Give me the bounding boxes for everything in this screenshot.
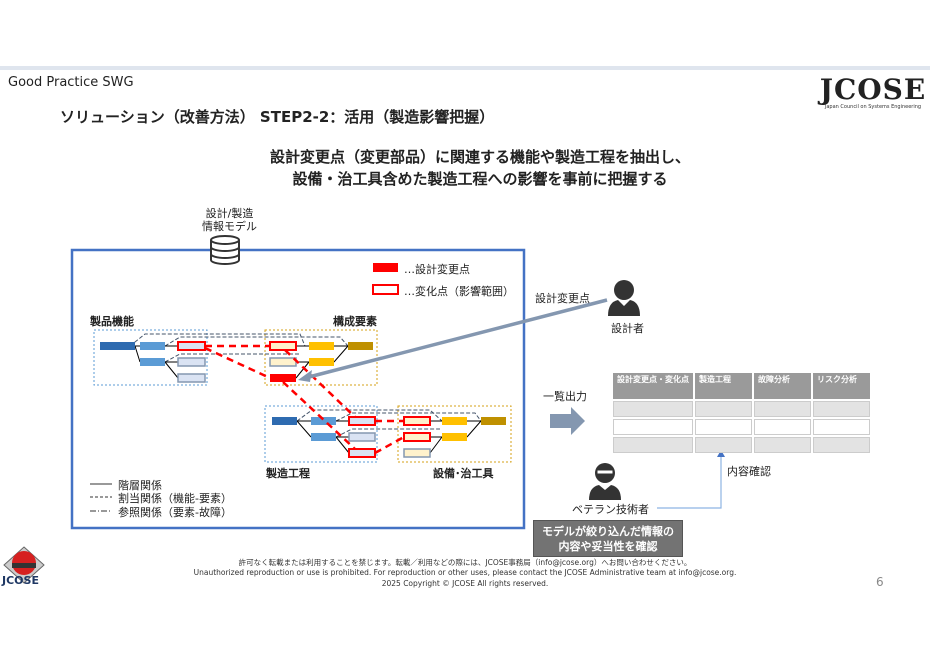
legend-allocation: 割当関係（機能-要素） — [118, 492, 232, 505]
check-arrow — [657, 450, 725, 509]
model-frame — [70, 248, 526, 530]
legend-reference: 参照関係（要素-故障） — [118, 506, 232, 519]
function-group-box — [93, 329, 208, 386]
group-label-process: 製造工程 — [266, 467, 310, 480]
table-header: リスク分析 — [813, 373, 870, 399]
designer-arrow — [298, 298, 608, 382]
table-row — [613, 419, 870, 435]
component-group-box — [264, 329, 378, 386]
legend-changed-swatch — [373, 263, 398, 272]
database-icon — [210, 235, 240, 265]
designer-icon — [608, 280, 640, 316]
equipment-group-box — [397, 405, 512, 463]
output-table: 設計変更点・変化点 製造工程 故障分析 リスク分析 — [611, 371, 872, 455]
note-line-1: モデルが絞り込んだ情報の — [542, 525, 674, 538]
footer-line-3: 2025 Copyright © JCOSE All rights reserv… — [381, 579, 549, 588]
db-label: 設計/製造 情報モデル — [202, 207, 257, 233]
group-label-function: 製品機能 — [90, 315, 134, 328]
process-group-box — [264, 405, 378, 463]
headline-line-2: 設備・治工具含めた製造工程への影響を事前に把握する — [292, 170, 668, 188]
table-header: 設計変更点・変化点 — [613, 373, 693, 399]
legend-affected-label: …変化点（影響範囲） — [404, 285, 514, 298]
output-arrow-icon — [550, 407, 585, 435]
check-label: 内容確認 — [727, 465, 771, 478]
slide-title: ソリューション（改善方法） STEP2-2：活用（製造影響把握） — [60, 108, 495, 126]
jcose-logo: JCOSE Japan Council on Systems Engineeri… — [818, 73, 928, 111]
legend-affected-swatch — [372, 284, 399, 295]
veteran-icon — [589, 463, 621, 500]
legend-lines — [90, 483, 112, 512]
table-header: 故障分析 — [754, 373, 811, 399]
db-label-line-1: 設計/製造 — [205, 207, 254, 220]
db-label-line-2: 情報モデル — [202, 220, 257, 233]
table-header: 製造工程 — [695, 373, 752, 399]
output-label: 一覧出力 — [543, 390, 587, 403]
footer-logo-text: JCOSE — [2, 574, 39, 587]
group-label-component: 構成要素 — [333, 315, 377, 328]
group-label-equipment: 設備･治工具 — [433, 467, 494, 480]
veteran-label: ベテラン技術者 — [572, 503, 649, 516]
footer-logo — [3, 546, 45, 584]
legend-hierarchy: 階層関係 — [118, 479, 162, 492]
table-row — [613, 401, 870, 417]
table-row — [613, 437, 870, 453]
impact-lines — [204, 344, 405, 455]
legend-changed-label: …設計変更点 — [404, 263, 470, 276]
logo-text: JCOSE — [819, 73, 927, 106]
footer-line-2: Unauthorized reproduction or use is proh… — [193, 568, 737, 577]
page-number: 6 — [876, 575, 884, 589]
note-line-2: 内容や妥当性を確認 — [558, 540, 658, 553]
headline-line-1: 設計変更点（変更部品）に関連する機能や製造工程を抽出し、 — [269, 148, 690, 166]
designer-label: 設計者 — [611, 322, 644, 335]
top-band — [0, 66, 930, 70]
org-label: Good Practice SWG — [8, 75, 134, 90]
footer-line-1: 許可なく転載または利用することを禁じます。転載／利用などの際には、JCOSE事務… — [238, 558, 692, 567]
veteran-note: モデルが絞り込んだ情報の 内容や妥当性を確認 — [533, 520, 683, 557]
design-change-label: 設計変更点 — [535, 292, 590, 305]
logo-subtitle: Japan Council on Systems Engineering — [824, 104, 922, 110]
